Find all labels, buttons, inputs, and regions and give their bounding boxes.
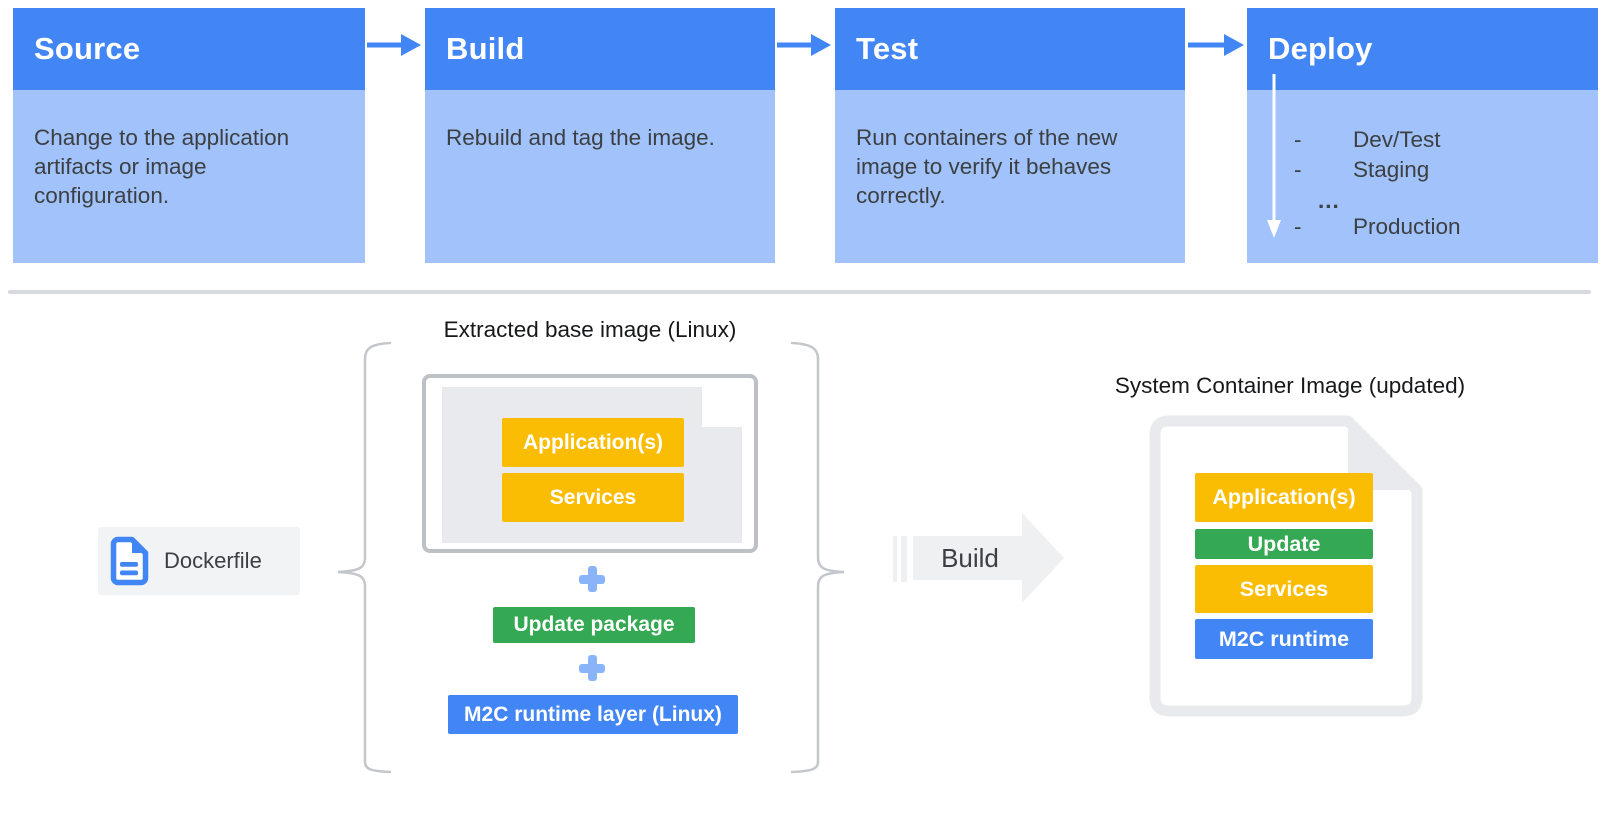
update-package-box: Update package — [493, 607, 695, 643]
stage-title: Deploy — [1268, 31, 1373, 66]
stage-title: Source — [34, 31, 141, 66]
system-container-image-title: System Container Image (updated) — [1114, 373, 1466, 398]
deploy-down-arrow-icon — [1267, 74, 1281, 238]
stage-description-test: Run containers of the new image to verif… — [835, 90, 1185, 263]
deploy-item-label: Staging — [1353, 157, 1430, 182]
dash-bullet: - — [1294, 157, 1302, 182]
flow-arrow-icon — [367, 34, 421, 56]
stage-card-source: Source Change to the application artifac… — [13, 8, 365, 263]
folded-corner-icon — [702, 387, 742, 427]
stage-card-build: Build Rebuild and tag the image. — [425, 8, 775, 263]
plus-icon — [579, 566, 605, 592]
dash-bullet: - — [1294, 127, 1302, 152]
flow-arrow-icon — [1188, 34, 1244, 56]
stage-description-source: Change to the application artifacts or i… — [13, 90, 365, 263]
deploy-item-production: - Production — [1294, 214, 1594, 240]
dockerfile-chip: Dockerfile — [98, 527, 300, 595]
stage-card-deploy: Deploy — [1247, 8, 1598, 263]
stage-description-build: Rebuild and tag the image. — [425, 90, 775, 263]
stage-card-test: Test Run containers of the new image to … — [835, 8, 1185, 263]
sci-layer-update: Update — [1195, 529, 1373, 559]
stage-header-build: Build — [425, 8, 775, 90]
stage-body-deploy — [1247, 90, 1598, 263]
extracted-base-image-title: Extracted base image (Linux) — [443, 317, 737, 342]
stage-header-source: Source — [13, 8, 365, 90]
build-arrow-label: Build — [941, 543, 999, 573]
plus-icon — [579, 655, 605, 681]
dash-bullet: - — [1294, 214, 1302, 239]
build-arrow-icon — [893, 513, 1064, 603]
sci-layer-services: Services — [1195, 565, 1373, 613]
flow-arrow-icon — [777, 34, 831, 56]
deploy-item-dev-test: - Dev/Test — [1294, 127, 1594, 153]
m2c-runtime-layer-box: M2C runtime layer (Linux) — [448, 695, 738, 734]
grouping-braces — [337, 341, 845, 774]
document-file-icon — [110, 536, 149, 586]
deploy-item-ellipsis: ... — [1318, 188, 1340, 213]
stage-header-deploy: Deploy — [1247, 8, 1598, 90]
deploy-item-label: Dev/Test — [1353, 127, 1441, 152]
folded-corner-icon — [1348, 421, 1417, 490]
right-brace-icon — [790, 341, 845, 774]
dockerfile-label: Dockerfile — [164, 548, 262, 573]
layer-applications: Application(s) — [502, 418, 684, 467]
left-brace-icon — [337, 341, 392, 774]
layer-services: Services — [502, 473, 684, 522]
stage-header-test: Test — [835, 8, 1185, 90]
stage-title: Build — [446, 31, 525, 66]
deploy-item-label: Production — [1353, 214, 1461, 239]
sci-layer-applications: Application(s) — [1195, 473, 1373, 522]
stage-title: Test — [856, 31, 919, 66]
section-divider — [8, 290, 1591, 294]
sci-layer-m2c-runtime: M2C runtime — [1195, 619, 1373, 659]
deploy-item-staging: - Staging — [1294, 157, 1594, 183]
